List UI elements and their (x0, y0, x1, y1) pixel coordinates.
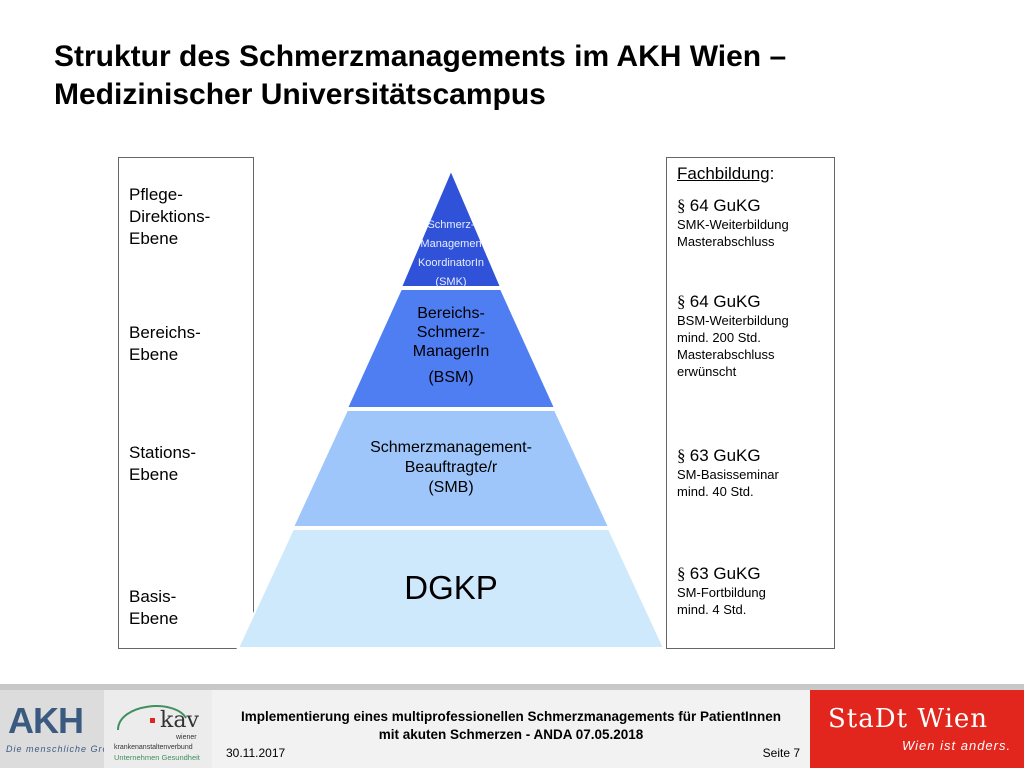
kav-logo-text: kav (160, 708, 199, 733)
requirement-detail: mind. 40 Std. (677, 484, 754, 499)
level-label: Basis- (129, 587, 177, 606)
tier3-line: Schmerzmanagement- (370, 439, 532, 456)
kav-sub2: krankenanstaltenverbund (114, 744, 193, 751)
fachbildung-heading: Fachbildung: (677, 164, 774, 184)
footer-text-area: Implementierung eines multiprofessionell… (212, 690, 810, 768)
levels-box: Pflege- Direktions- Ebene Bereichs- Eben… (118, 157, 254, 649)
akh-slogan: Die menschliche Größe (6, 744, 122, 754)
level-basis: Basis- Ebene (129, 586, 178, 630)
akh-logo: AKH Die menschliche Größe (0, 690, 120, 768)
level-station: Stations- Ebene (129, 442, 196, 486)
tier1-line: Schmerz- (427, 219, 475, 231)
tier2-line: Schmerz- (416, 324, 486, 341)
law-ref: 63 GuKG (689, 564, 761, 583)
slide-title: Struktur des Schmerzmanagements im AKH W… (54, 38, 954, 114)
level-label: Stations- (129, 443, 197, 462)
title-line-2: Medizinischer Universitätscampus (54, 78, 546, 111)
level-bereich: Bereichs- Ebene (129, 322, 201, 366)
tier4-line: DGKP (404, 569, 498, 606)
requirement-detail: Masterabschluss (677, 347, 775, 362)
level-label: Ebene (129, 609, 179, 628)
requirement-detail: erwünscht (677, 364, 737, 379)
footer: AKH Die menschliche Größe kav wiener kra… (0, 690, 1024, 768)
tier3-label: Schmerzmanagement- Beauftragte/r (SMB) (326, 438, 576, 498)
tier1-line: (SMK) (435, 276, 467, 288)
requirement-smb: § 63 GuKG SM-Basisseminar mind. 40 Std. (677, 446, 827, 500)
fachbildung-heading-text: Fachbildung (677, 164, 770, 183)
paragraph-sign: § (677, 446, 686, 465)
tier3-line: Beauftragte/r (404, 459, 498, 476)
pyramid-tier-smk (399, 167, 503, 288)
kav-sub3: Unternehmen Gesundheit (114, 753, 200, 762)
paragraph-sign: § (677, 564, 686, 583)
wien-logo-slogan: Wien ist anders. (902, 738, 1012, 753)
tier2-line: Bereichs- (417, 305, 485, 322)
requirement-detail: BSM-Weiterbildung (677, 313, 789, 328)
level-label: Pflege- (129, 185, 183, 204)
tier2-label: Bereichs- Schmerz- ManagerIn (BSM) (376, 304, 526, 387)
requirement-smk: § 64 GuKG SMK-Weiterbildung Masterabschl… (677, 196, 827, 250)
paragraph-sign: § (677, 292, 686, 311)
requirement-detail: mind. 4 Std. (677, 602, 747, 617)
pyramid-tier-dgkp (236, 528, 666, 649)
title-line-1: Struktur des Schmerzmanagements im AKH W… (54, 40, 787, 73)
requirement-detail: SM-Fortbildung (677, 585, 766, 600)
level-label: Ebene (129, 345, 179, 364)
fachbildung-box: Fachbildung: § 64 GuKG SMK-Weiterbildung… (666, 157, 835, 649)
kav-mark-icon (117, 705, 187, 731)
wien-logo-text: StaDt Wien (828, 704, 989, 734)
requirement-bsm: § 64 GuKG BSM-Weiterbildung mind. 200 St… (677, 292, 827, 380)
level-label: Bereichs- (129, 323, 201, 342)
tier4-label: DGKP (351, 568, 551, 608)
requirement-detail: mind. 200 Std. (677, 330, 761, 345)
footer-title-line: mit akuten Schmerzen - ANDA 07.05.2018 (378, 727, 644, 742)
fachbildung-colon: : (769, 164, 775, 183)
kav-sub1: wiener (176, 734, 197, 741)
pyramid-tier-bsm (345, 288, 557, 409)
paragraph-sign: § (677, 196, 686, 215)
requirement-detail: SMK-Weiterbildung (677, 217, 789, 232)
law-ref: 63 GuKG (689, 446, 761, 465)
level-label: Ebene (129, 465, 179, 484)
requirement-detail: Masterabschluss (677, 234, 775, 249)
law-ref: 64 GuKG (689, 292, 761, 311)
level-pflegedirektion: Pflege- Direktions- Ebene (129, 184, 210, 250)
requirement-dgkp: § 63 GuKG SM-Fortbildung mind. 4 Std. (677, 564, 827, 618)
level-label: Ebene (129, 229, 179, 248)
tier2-line: ManagerIn (412, 343, 490, 360)
requirement-detail: SM-Basisseminar (677, 467, 779, 482)
tier1-line: Managemen (420, 238, 482, 250)
tier2-line: (BSM) (428, 369, 474, 386)
kav-logo: kav wiener krankenanstaltenverbund Unter… (104, 690, 212, 768)
tier3-line: (SMB) (428, 479, 474, 496)
level-label: Direktions- (129, 207, 211, 226)
footer-divider (0, 684, 1024, 690)
footer-page-number: Seite 7 (762, 746, 800, 760)
tier1-label: Schmerz- Managemen KoordinatorIn (SMK) (396, 216, 506, 292)
stadt-wien-logo: StaDt Wien Wien ist anders. (810, 690, 1024, 768)
pyramid-tier-smb (291, 409, 611, 528)
akh-logo-text: AKH (8, 700, 84, 741)
footer-title: Implementierung eines multiprofessionell… (212, 708, 810, 744)
tier1-line: KoordinatorIn (417, 257, 485, 269)
footer-title-line: Implementierung eines multiprofessionell… (240, 709, 782, 724)
footer-date: 30.11.2017 (226, 746, 286, 760)
law-ref: 64 GuKG (689, 196, 761, 215)
